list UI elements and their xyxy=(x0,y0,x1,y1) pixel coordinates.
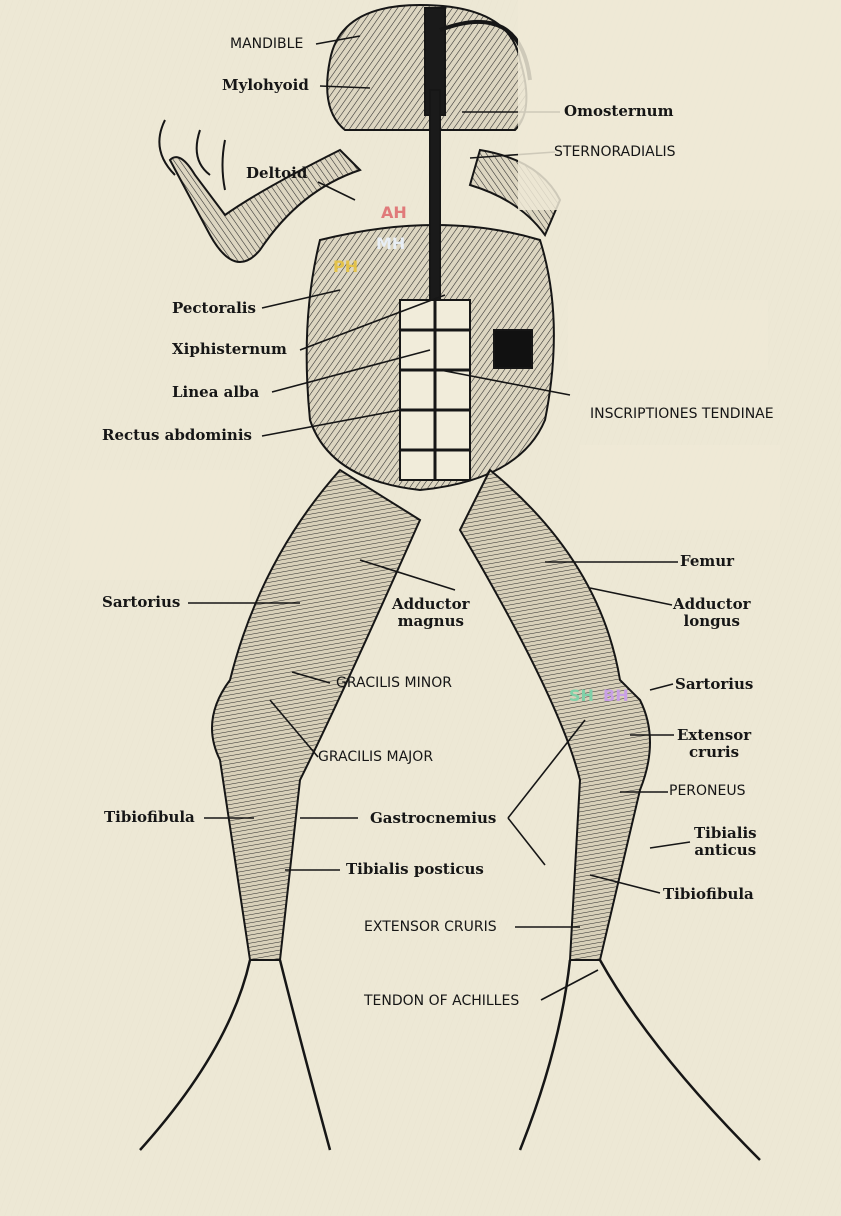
label-extensor-cruris-line2: cruris xyxy=(689,743,740,762)
cover-patch xyxy=(70,470,250,580)
label-tendon-achilles: TENDON OF ACHILLES xyxy=(364,993,520,1009)
label-sartorius-left: Sartorius xyxy=(102,593,181,611)
tag-sh: SH xyxy=(569,686,594,705)
label-rectus-abdominis: Rectus abdominis xyxy=(102,426,252,444)
label-adductor-longus: Adductor longus xyxy=(673,595,751,631)
label-adductor-magnus-line2: magnus xyxy=(397,612,464,631)
frog-torso xyxy=(305,89,555,492)
label-linea-alba: Linea alba xyxy=(172,383,260,401)
label-mandible: MANDIBLE xyxy=(230,36,304,52)
label-adductor-magnus: Adductor magnus xyxy=(392,595,470,631)
frog-arms xyxy=(158,119,562,263)
label-sartorius-right: Sartorius xyxy=(675,675,754,693)
cover-patch xyxy=(580,445,780,530)
label-xiphisternum: Xiphisternum xyxy=(172,340,287,358)
leader-lines xyxy=(188,35,691,1001)
label-inscriptiones: INSCRIPTIONES TENDINAE xyxy=(590,406,774,422)
label-extensor-cruris-lower: EXTENSOR CRURIS xyxy=(364,919,497,935)
tag-bh: BH xyxy=(603,686,629,705)
tag-ah: AH xyxy=(381,203,407,222)
label-adductor-longus-line2: longus xyxy=(683,612,740,631)
label-tibialis-anticus-line2: anticus xyxy=(694,841,757,860)
label-omosternum: Omosternum xyxy=(564,102,674,120)
label-mylohyoid: Mylohyoid xyxy=(222,76,309,94)
tag-ph: PH xyxy=(333,257,359,276)
tag-mh: MH xyxy=(376,234,406,253)
frog-legs xyxy=(139,468,761,1161)
label-gracilis-major: GRACILIS MAJOR xyxy=(318,749,434,765)
cover-patch xyxy=(518,0,841,210)
label-gastrocnemius: Gastrocnemius xyxy=(370,809,497,827)
cover-patch xyxy=(568,300,768,370)
label-tibialis-anticus: Tibialis anticus xyxy=(694,824,757,860)
frog-head xyxy=(326,3,532,131)
label-adductor-longus-line1: Adductor xyxy=(673,595,751,613)
label-femur: Femur xyxy=(680,552,735,570)
label-gracilis-minor: GRACILIS MINOR xyxy=(336,675,452,691)
label-tibialis-posticus: Tibialis posticus xyxy=(346,860,484,878)
label-peroneus: PERONEUS xyxy=(669,783,746,799)
label-tibiofibula-right: Tibiofibula xyxy=(663,885,754,903)
label-deltoid: Deltoid xyxy=(246,164,308,182)
label-adductor-magnus-line1: Adductor xyxy=(392,595,470,613)
label-tibiofibula-left: Tibiofibula xyxy=(104,808,195,826)
label-pectoralis: Pectoralis xyxy=(172,299,256,317)
label-sternoradialis: STERNORADIALIS xyxy=(554,144,676,160)
label-extensor-cruris-line1: Extensor xyxy=(677,726,752,744)
label-extensor-cruris: Extensor cruris xyxy=(677,726,752,762)
label-tibialis-anticus-line1: Tibialis xyxy=(694,824,757,842)
